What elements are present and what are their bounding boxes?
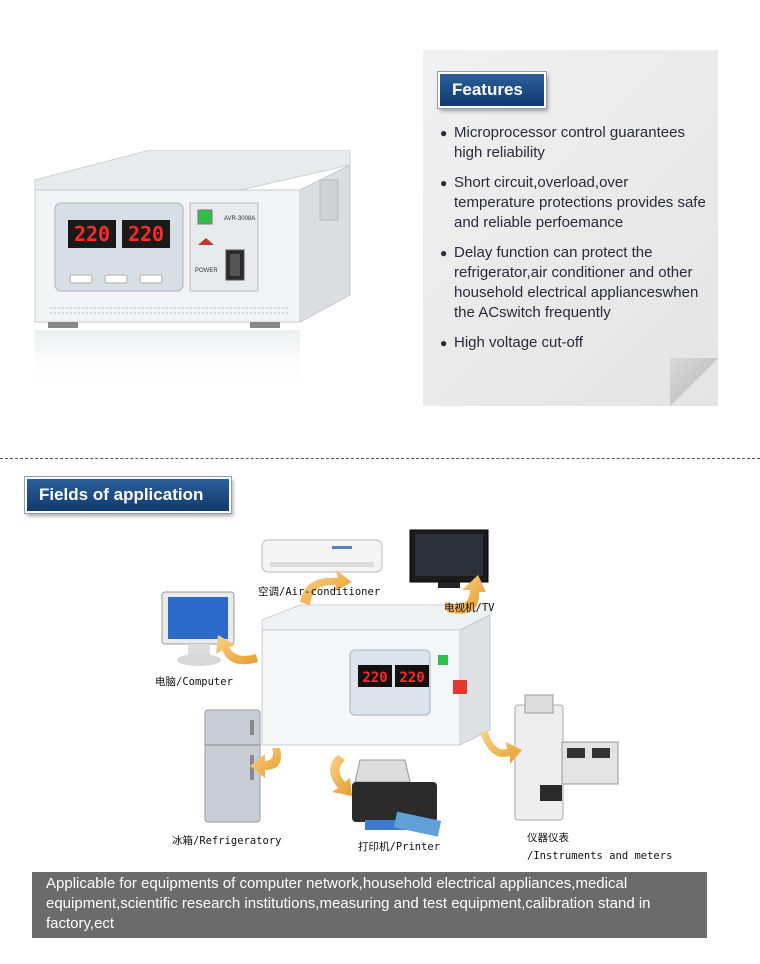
feature-item: High voltage cut-off	[440, 333, 712, 353]
arrow-icons	[216, 570, 522, 796]
computer-label: 电脑/Computer	[155, 676, 233, 688]
tv-icon	[409, 529, 489, 588]
application-diagram: 220 220	[0, 520, 760, 870]
fields-heading: Fields of application	[25, 477, 231, 513]
central-stabilizer-icon: 220 220	[261, 604, 491, 746]
page-curl	[670, 358, 718, 406]
center-output-display: 220	[399, 670, 424, 686]
features-heading: Features	[438, 72, 546, 108]
instruments-label-en: /Instruments and meters	[527, 850, 673, 862]
power-label: POWER	[195, 268, 218, 274]
input-voltage-display: 220	[74, 222, 110, 246]
refrigerator-label: 冰箱/Refrigeratory	[172, 835, 282, 847]
instruments-icon	[514, 694, 619, 821]
feature-item: Delay function can protect the refrigera…	[440, 243, 712, 323]
printer-icon	[352, 759, 442, 837]
instruments-label-cn: 仪器仪表	[527, 832, 569, 844]
feature-item: Microprocessor control guarantees high r…	[440, 123, 712, 163]
voltage-stabilizer-image: 220 220 AVR-3008A POWER	[34, 150, 351, 390]
feature-item: Short circuit,overload,over temperature …	[440, 173, 712, 233]
output-voltage-display: 220	[128, 222, 164, 246]
computer-icon	[161, 591, 235, 666]
air-conditioner-label: 空调/Air-conditioner	[258, 586, 381, 598]
features-list: Microprocessor control guarantees high r…	[440, 123, 712, 363]
printer-label: 打印机/Printer	[358, 841, 441, 853]
model-label: AVR-3008A	[224, 216, 255, 222]
section-divider	[0, 458, 760, 459]
center-input-display: 220	[362, 670, 387, 686]
application-banner: Applicable for equipments of computer ne…	[32, 872, 707, 938]
air-conditioner-icon	[261, 539, 383, 573]
tv-label: 电视机/TV	[444, 602, 495, 614]
diagram-illustration: 220 220	[161, 529, 619, 837]
